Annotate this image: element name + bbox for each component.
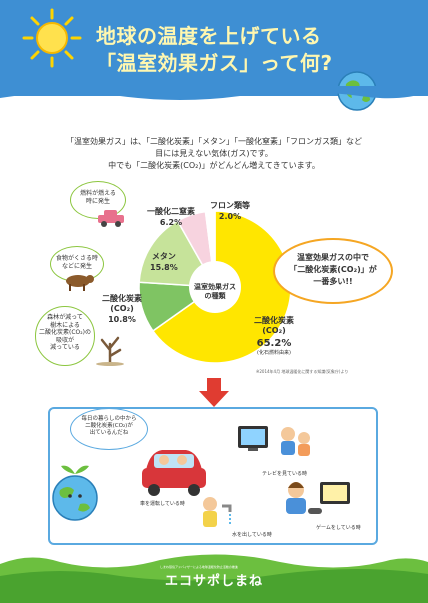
intro-line-2: 目には見えない気体(ガス)です。 — [155, 149, 273, 158]
callout-line-2: 「二酸化炭素(CO₂)」が — [289, 265, 377, 274]
label-n2o-name: 一酸化二窒素 — [147, 207, 195, 216]
tv-family-icon — [238, 426, 310, 456]
co2-most-callout: 温室効果ガスの中で 「二酸化炭素(CO₂)」が 一番多い!! — [273, 238, 393, 304]
car-icon — [98, 210, 124, 227]
greenhouse-gas-pie-chart — [138, 210, 292, 364]
label-co2-forest-sub: (CO₂) — [110, 304, 134, 314]
label-freon-name: フロン類等 — [210, 201, 250, 210]
family-car-icon — [142, 450, 206, 496]
bubble-forest: 森林が減って 樹木による 二酸化炭素(CO₂)の 吸収が 減っている — [35, 306, 95, 366]
footer-grass — [0, 554, 428, 603]
pie-center-label: 温室効果ガス の種類 — [192, 283, 238, 301]
label-co2-name: 二酸化炭素 — [254, 316, 294, 325]
pie-center-hole — [189, 261, 241, 313]
label-co2-note: (化石燃料由来) — [257, 349, 291, 356]
down-arrow-icon — [199, 378, 229, 407]
header-wave — [0, 86, 428, 100]
callout-line-1: 温室効果ガスの中で — [297, 253, 369, 262]
label-methane: メタン 15.8% — [150, 251, 178, 273]
footer-tagline: しまね環境アドバイザーによる地球温暖化防止活動の推進 — [160, 565, 238, 569]
caption-game: ゲームをしている時 — [316, 525, 361, 531]
label-co2-fossil: 二酸化炭素 (CO₂) 65.2% (化石燃料由来) — [254, 316, 294, 356]
faucet-icon — [203, 497, 232, 527]
sun-icon — [22, 8, 82, 68]
label-co2-sub: (CO₂) — [262, 326, 286, 336]
label-co2-forest-name: 二酸化炭素 — [102, 294, 142, 303]
game-kid-icon — [286, 482, 350, 514]
caption-driving: 車を運転している時 — [140, 501, 185, 507]
callout-line-3: 一番多い!! — [313, 277, 353, 286]
label-n2o: 一酸化二窒素 6.2% — [147, 206, 195, 228]
cow-icon — [66, 275, 94, 291]
label-co2-forest: 二酸化炭素 (CO₂) 10.8% — [102, 294, 142, 325]
footer-logo: エコサポしまね — [165, 574, 264, 589]
intro-line-3: 中でも「二酸化炭素(CO₂)」がどんどん増えてきています。 — [108, 161, 320, 170]
label-co2-forest-value: 10.8% — [108, 314, 136, 324]
caption-tv: テレビを見ている時 — [262, 471, 308, 477]
caption-water: 水を出している時 — [232, 532, 272, 538]
label-freon: フロン類等 2.0% — [210, 200, 250, 222]
label-freon-value: 2.0% — [218, 212, 242, 222]
title-line-2: 「温室効果ガス」って何? — [96, 51, 333, 75]
label-methane-name: メタン — [151, 252, 176, 261]
label-n2o-value: 6.2% — [159, 218, 183, 228]
intro-line-1: 「温室効果ガス」は、「二酸化炭素」「メタン」「一酸化窒素」「フロンガス類」など — [66, 137, 362, 146]
pie-center-label-1: 温室効果ガス — [194, 283, 236, 291]
pie-center-label-2: の種類 — [204, 292, 226, 301]
dead-tree-icon — [96, 336, 124, 366]
chart-source: ※2014年4月 地球温暖化に関する知識(気象庁)より — [256, 369, 349, 374]
title-line-1: 地球の温度を上げている — [96, 24, 322, 48]
earth-mascot-icon — [52, 465, 98, 521]
label-co2-value: 65.2% — [256, 337, 292, 349]
label-methane-value: 15.8% — [150, 263, 178, 273]
bubble-daily-life: 毎日の暮らしの中から 二酸化炭素(CO₂)が 出ているんだね — [70, 408, 148, 450]
